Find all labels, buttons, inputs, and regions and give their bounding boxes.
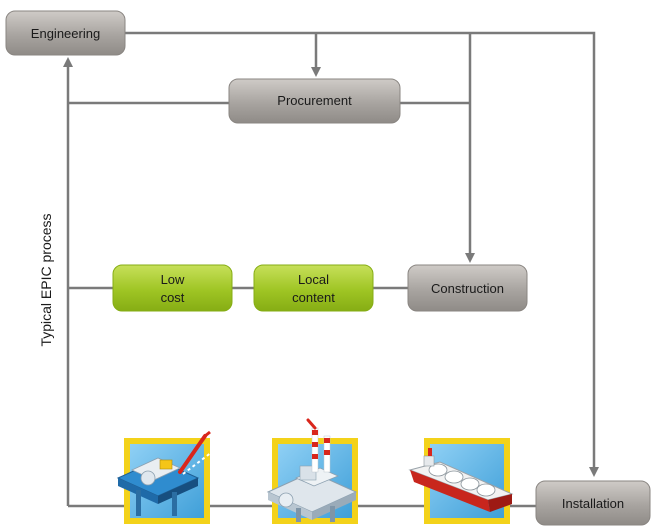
local-content-label-line2: content <box>292 290 335 305</box>
lng-tanker-icon <box>408 438 514 524</box>
construction-label: Construction <box>431 281 504 296</box>
engineering-label: Engineering <box>31 26 100 41</box>
line-engineering-top <box>125 31 599 477</box>
node-engineering: Engineering <box>5 10 126 56</box>
side-label: Typical EPIC process <box>38 213 54 346</box>
node-construction: Construction <box>407 264 528 312</box>
procurement-label: Procurement <box>277 93 352 108</box>
node-installation: Installation <box>535 480 651 526</box>
low-cost-label-line1: Low <box>161 272 185 287</box>
node-procurement: Procurement <box>228 78 401 124</box>
local-content-label-line1: Local <box>298 272 329 287</box>
low-cost-label-line2: cost <box>161 290 185 305</box>
installation-label: Installation <box>562 496 624 511</box>
node-local-content: Local content <box>253 264 374 312</box>
node-low-cost: Low cost <box>112 264 233 312</box>
drilling-rig-icon <box>266 418 358 524</box>
offshore-platform-icon <box>116 430 213 524</box>
